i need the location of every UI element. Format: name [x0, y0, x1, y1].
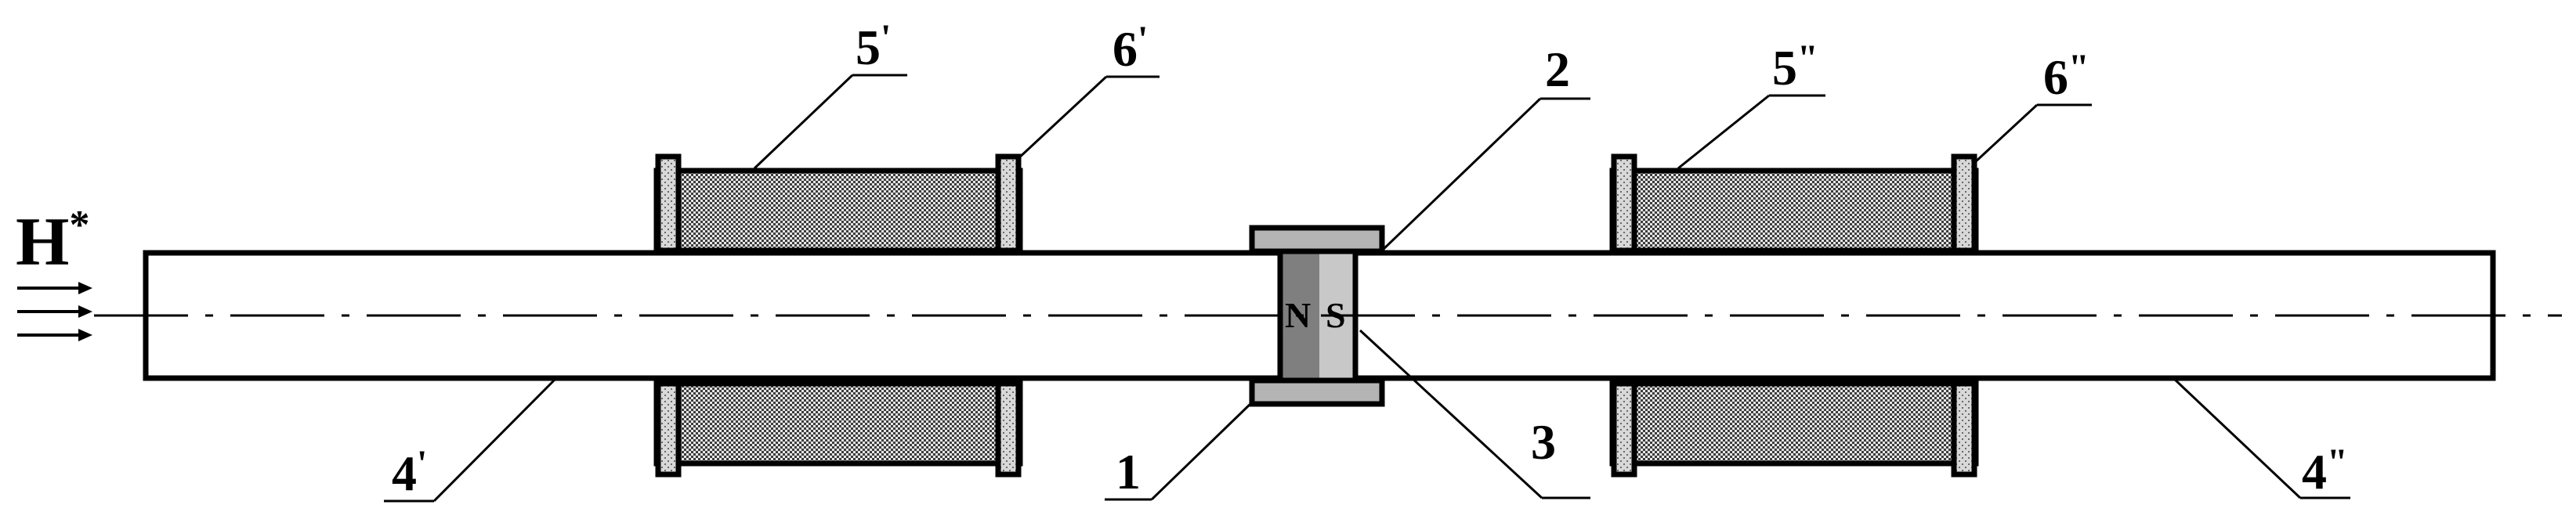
coil-right-flange-a-upper: [1611, 153, 1637, 254]
label-5-prime: 5': [856, 17, 891, 75]
coil-left: [653, 153, 1023, 478]
label-4-prime: 4': [392, 443, 427, 501]
field-label: H*: [16, 203, 89, 280]
coil-right-flange-a-lower: [1611, 380, 1637, 478]
label-1: 1: [1116, 444, 1141, 499]
label-5-double-prime: 5": [1772, 38, 1818, 96]
sleeve-bottom: [1249, 377, 1385, 407]
label-4-double-prime: 4": [2302, 442, 2348, 499]
magnet-north-label: N: [1285, 295, 1311, 335]
coil-left-flange-b-lower: [995, 380, 1022, 478]
sleeve-top: [1249, 225, 1385, 254]
field-label-main: H: [16, 204, 69, 280]
label-2: 2: [1545, 41, 1570, 97]
part-labels: 5' 6' 2 5" 6" 1 3 4' 4": [392, 17, 2348, 501]
magnet-sleeve: [1249, 225, 1385, 407]
coil-right-lower-winding: [1609, 380, 1979, 467]
coil-left-flange-a-upper: [655, 153, 682, 254]
field-label-superscript: *: [69, 203, 89, 247]
field-arrows: [17, 282, 92, 341]
coil-left-flange-a-lower: [655, 380, 682, 478]
magnet-south-label: S: [1326, 295, 1346, 335]
coil-left-flange-b-upper: [995, 153, 1022, 254]
coil-right: [1609, 153, 1979, 478]
leader-lines: [384, 74, 2350, 503]
coil-left-lower-winding: [653, 380, 1023, 467]
label-6-double-prime: 6": [2043, 47, 2089, 105]
coil-right-upper-winding: [1609, 168, 1979, 254]
label-6-prime: 6': [1113, 19, 1148, 77]
label-3: 3: [1531, 414, 1556, 470]
coil-left-upper-winding: [653, 168, 1023, 254]
coil-right-flange-b-lower: [1951, 380, 1977, 478]
coil-right-flange-b-upper: [1951, 153, 1977, 254]
